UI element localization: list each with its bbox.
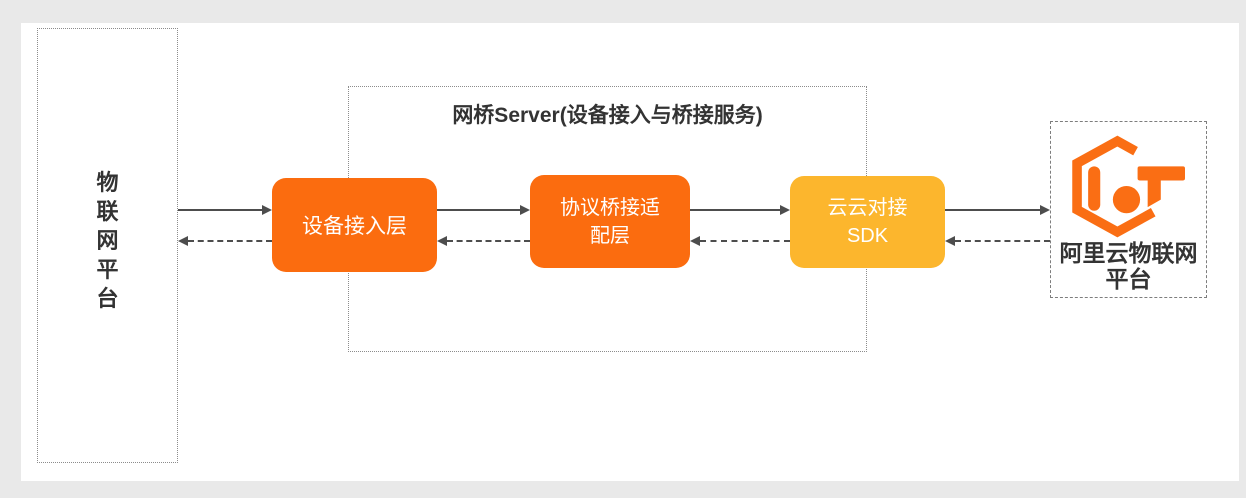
aliyun-label-line: 平台 [1105, 266, 1152, 292]
arrowhead-left-icon [945, 236, 955, 246]
arrow-solid-device-access-to-protocol [437, 204, 530, 216]
arrowhead-right-icon [1040, 205, 1050, 215]
iot-platform-char: 台 [96, 286, 119, 311]
node-device-access-layer: 设备接入层 [272, 178, 437, 272]
arrow-shaft [178, 209, 262, 211]
node-protocol-bridge-adapter-layer: 协议桥接适 配层 [530, 175, 690, 268]
aliyun-label-line: 阿里云物联网 [1059, 240, 1198, 266]
node-label-line: 云云对接 [827, 197, 908, 219]
iot-platform-char: 平 [96, 257, 119, 282]
iot-platform-char: 物 [96, 170, 119, 195]
arrow-shaft [447, 240, 530, 242]
arrow-shaft [437, 209, 520, 211]
aliyun-iot-platform-box: 阿里云物联网 平台 [1050, 121, 1207, 298]
arrow-shaft [188, 240, 272, 242]
bridge-server-title: 网桥Server(设备接入与桥接服务) [452, 104, 763, 127]
arrowhead-left-icon [690, 236, 700, 246]
node-cloud-cloud-sdk: 云云对接 SDK [790, 176, 945, 268]
arrow-shaft [945, 209, 1040, 211]
arrowhead-right-icon [520, 205, 530, 215]
node-label-line: SDK [846, 225, 889, 247]
arrowhead-right-icon [262, 205, 272, 215]
arrow-solid-protocol-to-sdk [690, 204, 790, 216]
arrowhead-right-icon [780, 205, 790, 215]
arrowhead-left-icon [437, 236, 447, 246]
arrow-shaft [955, 240, 1050, 242]
node-label: 设备接入层 [302, 215, 407, 238]
node-label-line: 协议桥接适 [560, 196, 660, 219]
iot-platform-char: 联 [96, 199, 119, 224]
arrow-dashed-device-access-to-iot [178, 235, 272, 247]
arrow-solid-iot-to-device-access [178, 204, 272, 216]
aliyun-iot-logo [1072, 135, 1185, 239]
arrow-dashed-aliyun-to-sdk [945, 235, 1050, 247]
iot-platform-label: 物 联 网 平 台 [96, 168, 118, 313]
arrow-shaft [700, 240, 790, 242]
iot-platform-box: 物 联 网 平 台 [37, 28, 178, 463]
arrow-dashed-protocol-to-device-access [437, 235, 530, 247]
arrow-dashed-sdk-to-protocol [690, 235, 790, 247]
arrow-shaft [690, 209, 780, 211]
arrow-solid-sdk-to-aliyun [945, 204, 1050, 216]
arrowhead-left-icon [178, 236, 188, 246]
iot-platform-char: 网 [96, 228, 119, 253]
aliyun-iot-platform-label: 阿里云物联网 平台 [1060, 240, 1198, 292]
node-label-line: 配层 [590, 224, 630, 247]
